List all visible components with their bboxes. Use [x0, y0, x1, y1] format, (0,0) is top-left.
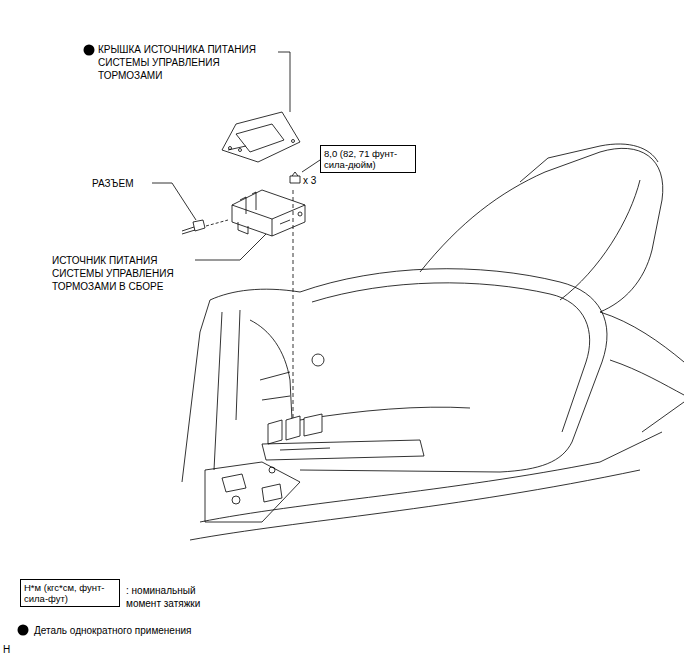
box-text: 8,0 (82, 71 фунт-сила-дюйм) — [324, 148, 412, 170]
body-panel — [600, 312, 684, 432]
power-supply-unit — [232, 190, 305, 236]
cover-plate — [222, 112, 300, 162]
dashed-guide — [293, 190, 294, 432]
leader-line — [195, 234, 266, 260]
trunk-floor — [300, 407, 470, 420]
cover-detail — [228, 124, 284, 152]
trunk-side — [250, 320, 292, 420]
single-use-symbol — [84, 45, 95, 56]
torque-box: 8,0 (82, 71 фунт-сила-дюйм) — [320, 145, 416, 173]
dashed-guide — [206, 220, 228, 226]
legend-text: Деталь однократного применения — [34, 624, 254, 637]
single-use-symbol — [18, 625, 29, 636]
legend-unit-box: Н*м (кгс*см, фунт-сила-фут) — [20, 579, 120, 607]
mounted-unit — [268, 414, 322, 444]
legend-text: : номинальный момент затяжки — [126, 584, 226, 610]
trunk-lid — [560, 180, 640, 300]
trunk-lid — [420, 148, 663, 312]
part-name: РАЗЪЕМ — [92, 177, 152, 190]
trunk-lid — [520, 144, 658, 182]
quantity-label: x 3 — [303, 174, 333, 187]
rear-bumper — [200, 432, 662, 522]
nut-icon — [290, 172, 300, 183]
body-panel — [182, 289, 300, 482]
figure-code: H — [3, 643, 23, 656]
unit-detail — [232, 192, 305, 236]
part-name: КРЫШКА ИСТОЧНИКА ПИТАНИЯ СИСТЕМЫ УПРАВЛЕ… — [98, 43, 278, 82]
latch-bracket — [205, 462, 300, 522]
leader-line — [302, 160, 320, 172]
part-name: ИСТОЧНИК ПИТАНИЯ СИСТЕМЫ УПРАВЛЕНИЯ ТОРМ… — [52, 254, 192, 293]
rear-bumper — [190, 470, 640, 540]
connector-plug — [182, 220, 205, 234]
trunk-side — [312, 354, 324, 366]
trunk-floor — [262, 440, 424, 460]
trunk-opening — [312, 283, 590, 432]
box-text: Н*м (кгс*см, фунт-сила-фут) — [24, 582, 116, 604]
